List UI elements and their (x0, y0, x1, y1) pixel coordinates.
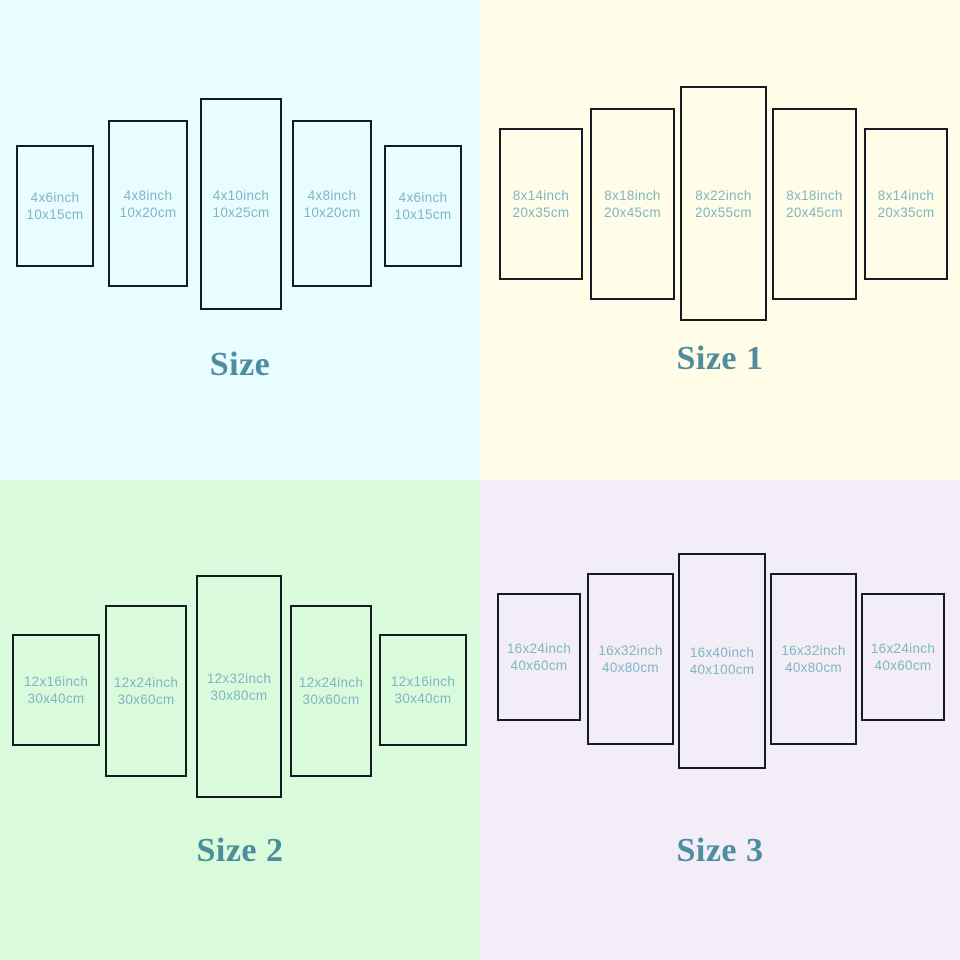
panel-size-cm: 40x80cm (785, 660, 842, 675)
canvas-size-2-panel-4[interactable]: 12x24inch 30x60cm (290, 605, 372, 777)
panel-size-cm: 40x60cm (510, 658, 568, 673)
panel-size-cm: 30x80cm (210, 687, 268, 703)
canvas-size-1-panel-1[interactable]: 8x14inch 20x35cm (499, 128, 583, 280)
panel-size-label: 16x24inch 40x60cm (871, 640, 935, 674)
panel-size-inch: 16x40inch (689, 645, 755, 660)
panel-group-size-3: 16x24inch 40x60cm 16x32inch 40x80cm 16x40inc… (480, 480, 960, 960)
panel-size-label: 8x14inch 20x35cm (878, 187, 935, 221)
panel-size-cm: 30x40cm (27, 691, 85, 706)
panel-size-label: 4x10inch 10x25cm (213, 187, 270, 221)
panel-size-cm: 40x100cm (689, 662, 755, 677)
panel-size-label: 4x6inch 10x15cm (395, 189, 452, 223)
panel-size-inch: 4x6inch (398, 190, 448, 205)
panel-size-inch: 4x8inch (307, 187, 357, 203)
canvas-size-1-panel-2[interactable]: 8x18inch 20x45cm (590, 108, 675, 300)
canvas-size-2-panel-1[interactable]: 12x16inch 30x40cm (12, 634, 100, 746)
panel-size-cm: 30x40cm (394, 691, 452, 706)
panel-size-cm: 20x45cm (786, 205, 843, 220)
panel-size-cm: 40x80cm (602, 660, 659, 675)
panel-size-inch: 8x22inch (695, 187, 752, 203)
panel-size-label: 16x40inch 40x100cm (690, 644, 755, 678)
panel-size-inch: 4x6inch (30, 190, 80, 205)
canvas-size-3-panel-1[interactable]: 16x24inch 40x60cm (497, 593, 581, 721)
panel-size-cm: 20x55cm (695, 204, 752, 220)
quadrant-size-3: 16x24inch 40x60cm 16x32inch 40x80cm 16x40inc… (480, 480, 960, 960)
canvas-size-3-panel-5[interactable]: 16x24inch 40x60cm (861, 593, 945, 721)
canvas-size-panel-5[interactable]: 4x6inch 10x15cm (384, 145, 462, 267)
panel-size-cm: 10x15cm (26, 207, 84, 222)
quadrant-title-size-3: Size 3 (676, 832, 764, 869)
panel-size-inch: 4x10inch (212, 188, 270, 203)
panel-size-inch: 16x32inch (781, 643, 846, 658)
canvas-size-1-panel-4[interactable]: 8x18inch 20x45cm (772, 108, 857, 300)
panel-size-inch: 4x8inch (123, 187, 173, 203)
canvas-size-panel-3[interactable]: 4x10inch 10x25cm (200, 98, 282, 310)
panel-size-cm: 20x35cm (877, 205, 935, 220)
panel-size-inch: 8x18inch (604, 188, 661, 203)
panel-size-cm: 20x45cm (604, 205, 661, 220)
panel-size-cm: 10x15cm (394, 207, 452, 222)
panel-size-label: 4x6inch 10x15cm (27, 189, 84, 223)
canvas-size-3-panel-3[interactable]: 16x40inch 40x100cm (678, 553, 766, 769)
panel-size-cm: 20x35cm (512, 205, 570, 220)
panel-size-inch: 16x24inch (870, 641, 936, 656)
quadrant-size-2: 12x16inch 30x40cm 12x24inch 30x60cm 12x32inc… (0, 480, 480, 960)
panel-size-inch: 8x18inch (786, 188, 843, 203)
panel-size-inch: 12x16inch (23, 674, 89, 689)
panel-size-cm: 10x20cm (119, 204, 177, 220)
panel-size-label: 8x18inch 20x45cm (786, 187, 843, 221)
canvas-size-3-panel-2[interactable]: 16x32inch 40x80cm (587, 573, 674, 745)
panel-size-inch: 12x16inch (390, 674, 456, 689)
panel-size-label: 12x24inch 30x60cm (114, 674, 178, 708)
panel-size-cm: 10x25cm (212, 205, 270, 220)
quadrant-title-size: Size (209, 346, 271, 383)
canvas-size-2-panel-5[interactable]: 12x16inch 30x40cm (379, 634, 467, 746)
panel-size-label: 8x14inch 20x35cm (513, 187, 570, 221)
panel-size-inch: 12x24inch (298, 675, 364, 690)
panel-size-cm: 40x60cm (874, 658, 932, 673)
quadrant-title-size-1: Size 1 (676, 340, 764, 377)
panel-size-label: 8x18inch 20x45cm (604, 187, 661, 221)
panel-size-inch: 16x24inch (506, 641, 572, 656)
panel-size-label: 16x32inch 40x80cm (598, 642, 662, 676)
panel-size-inch: 16x32inch (598, 643, 663, 658)
panel-size-inch: 8x14inch (512, 188, 570, 203)
panel-size-cm: 30x60cm (302, 692, 360, 707)
panel-size-inch: 12x32inch (206, 670, 272, 686)
panel-size-inch: 12x24inch (113, 675, 179, 690)
panel-size-label: 16x32inch 40x80cm (781, 642, 845, 676)
panel-size-label: 12x16inch 30x40cm (391, 673, 455, 707)
panel-size-inch: 8x14inch (877, 188, 935, 203)
panel-size-label: 16x24inch 40x60cm (507, 640, 571, 674)
panel-size-cm: 30x60cm (117, 692, 175, 707)
canvas-size-1-panel-5[interactable]: 8x14inch 20x35cm (864, 128, 948, 280)
quadrant-title-size-2: Size 2 (196, 832, 284, 869)
panel-group-size-2: 12x16inch 30x40cm 12x24inch 30x60cm 12x32inc… (0, 480, 480, 960)
canvas-size-panel-1[interactable]: 4x6inch 10x15cm (16, 145, 94, 267)
panel-size-cm: 10x20cm (303, 204, 361, 220)
panel-size-label: 12x16inch 30x40cm (24, 673, 88, 707)
canvas-size-3-panel-4[interactable]: 16x32inch 40x80cm (770, 573, 857, 745)
panel-size-label: 12x24inch 30x60cm (299, 674, 363, 708)
canvas-size-2-panel-2[interactable]: 12x24inch 30x60cm (105, 605, 187, 777)
